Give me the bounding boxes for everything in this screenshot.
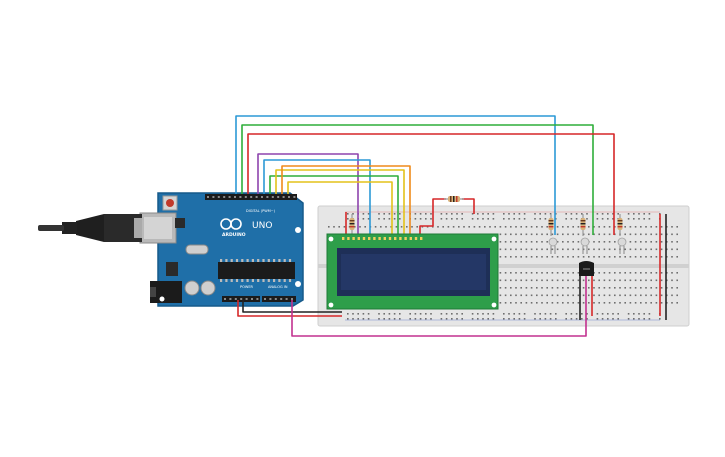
led-resistor[interactable] xyxy=(580,214,586,236)
wire-red-5v[interactable] xyxy=(237,300,342,317)
lcd-pin xyxy=(394,237,397,240)
capacitor xyxy=(200,280,216,296)
lcd-pin xyxy=(357,237,360,240)
wire-green-top[interactable] xyxy=(241,124,594,235)
wire-green-lcd[interactable] xyxy=(269,175,399,236)
led-resistor[interactable] xyxy=(617,214,623,236)
wire-red-pot-2[interactable] xyxy=(462,198,475,214)
microcontroller-chip xyxy=(218,262,295,279)
lcd-pin xyxy=(409,237,412,240)
capacitor xyxy=(184,280,200,296)
crystal xyxy=(185,244,209,255)
analog-header[interactable] xyxy=(262,296,296,302)
temperature-sensor[interactable] xyxy=(579,261,594,276)
wire-purple-lcd[interactable] xyxy=(257,153,359,236)
wire-magenta-sensor[interactable] xyxy=(291,276,587,337)
lcd-pin xyxy=(352,237,355,240)
wire-orange-lcd[interactable] xyxy=(281,165,411,236)
usb-cable[interactable] xyxy=(38,214,142,242)
power-jack[interactable] xyxy=(150,281,182,303)
arduino-logo xyxy=(220,218,242,230)
wire-black-gnd[interactable] xyxy=(242,300,342,313)
led-resistor[interactable] xyxy=(349,214,355,236)
arduino-brand-label: ARDUINO xyxy=(222,232,246,238)
power-header-label: POWER xyxy=(240,285,254,289)
arduino-model-label: UNO xyxy=(252,221,272,231)
analog-header-label: ANALOG IN xyxy=(268,285,288,289)
lcd-16x2[interactable] xyxy=(326,233,499,310)
lcd-pin xyxy=(388,237,392,240)
wire-red-top[interactable] xyxy=(247,133,615,235)
lcd-pin xyxy=(404,237,407,240)
lcd-pin xyxy=(399,237,402,240)
lcd-pin xyxy=(378,237,381,240)
led[interactable] xyxy=(548,237,558,254)
digital-header-label: DIGITAL (PWM~) xyxy=(246,209,276,213)
led[interactable] xyxy=(617,237,627,254)
wire-yellow-lcd-2[interactable] xyxy=(287,181,393,236)
arduino-uno-board[interactable]: ARDUINO UNO DIGITAL (PWM~) POWER ANALOG … xyxy=(139,192,304,307)
lcd-pin xyxy=(368,237,371,240)
lcd-pin xyxy=(383,237,386,240)
lcd-pin xyxy=(414,237,418,240)
wire-red-pot[interactable] xyxy=(419,198,446,236)
wire-yellow-lcd[interactable] xyxy=(275,169,405,236)
lcd-pin xyxy=(362,237,366,240)
led-resistor[interactable] xyxy=(548,214,554,236)
pot-resistor[interactable] xyxy=(444,196,464,202)
wires xyxy=(235,115,667,337)
lcd-pin xyxy=(347,237,350,240)
wire-blue-lcd[interactable] xyxy=(263,159,371,236)
lcd-pin xyxy=(342,237,345,240)
lcd-pin xyxy=(373,237,376,240)
led[interactable] xyxy=(580,237,590,254)
lcd-pin xyxy=(420,237,423,240)
wire-blue-top[interactable] xyxy=(235,115,556,235)
